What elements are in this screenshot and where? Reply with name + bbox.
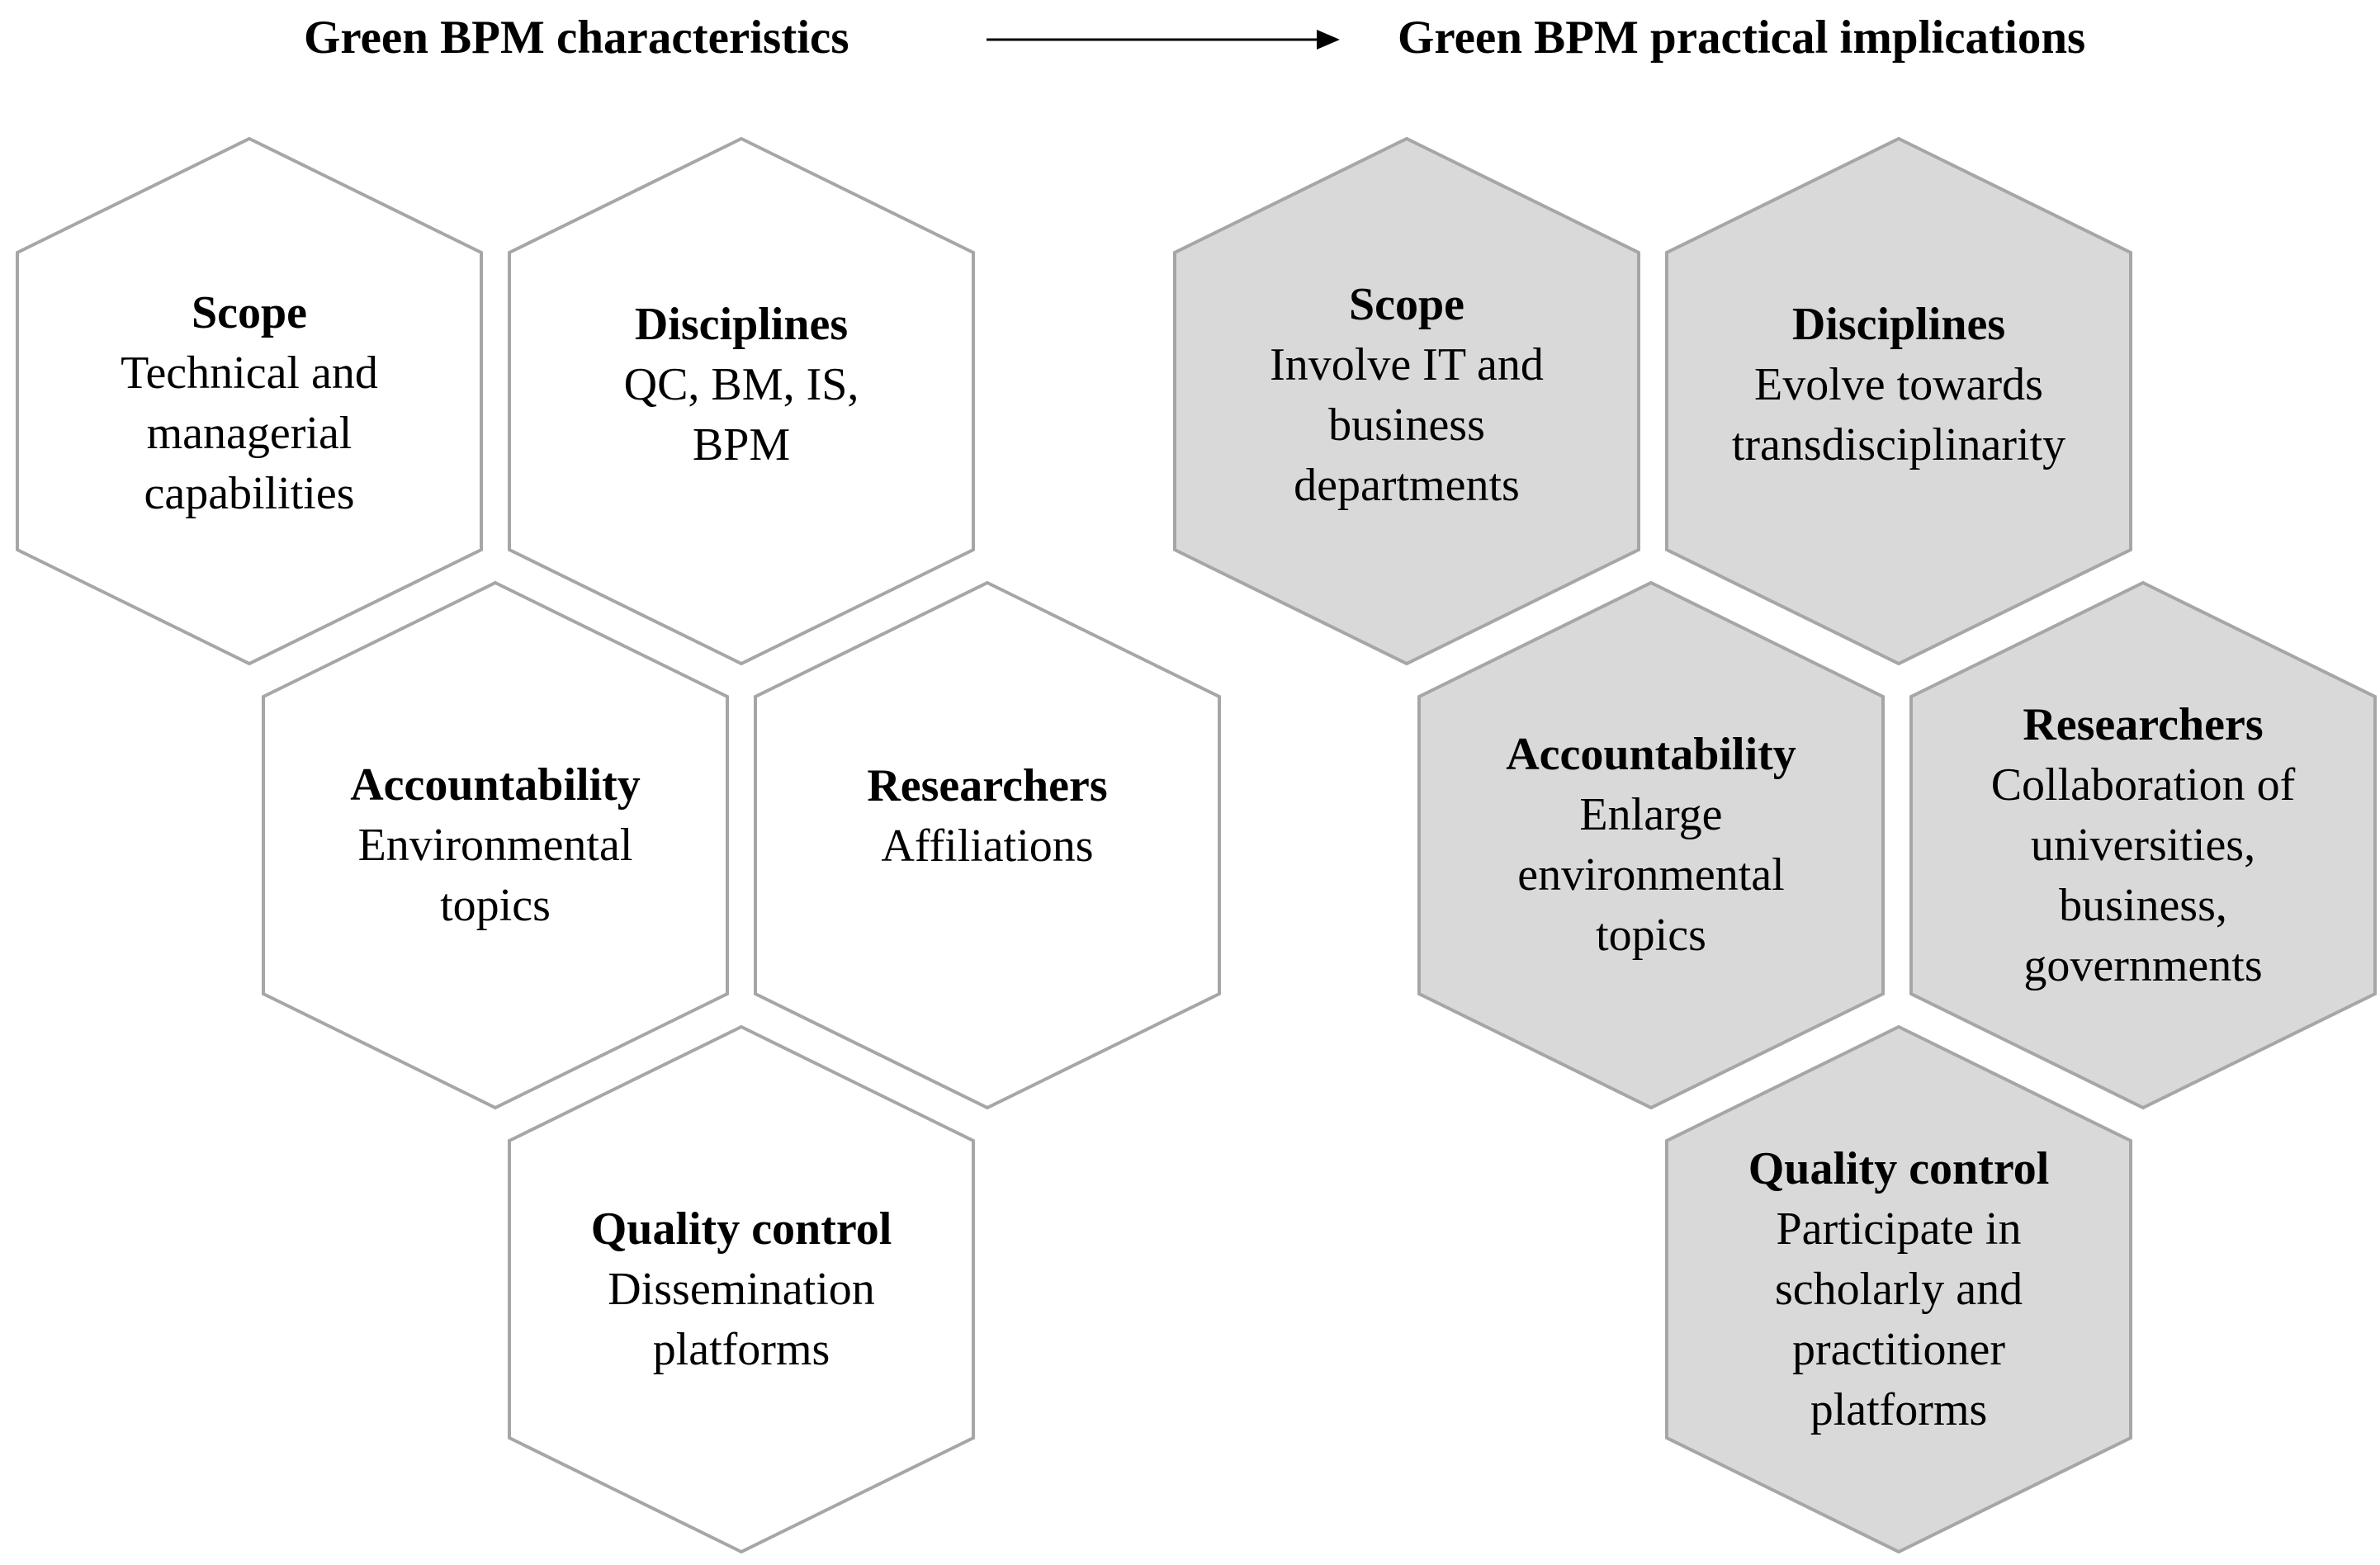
hex-title: Disciplines xyxy=(634,298,849,350)
hex-description: Involve IT and business departments xyxy=(1270,339,1544,511)
hex-description: Enlarge environmental topics xyxy=(1517,789,1785,961)
implication-hex-researchers: Researchers Collaboration of universitie… xyxy=(1909,580,2378,1110)
implications-heading: Green BPM practical implications xyxy=(1398,12,2086,64)
hexagon-shape xyxy=(508,136,975,666)
hexagon-shape xyxy=(1665,1024,2132,1554)
characteristic-hex-accountability: Accountability Environmental topics xyxy=(261,580,730,1110)
hexagon-shape xyxy=(754,580,1221,1110)
hex-title: Quality control xyxy=(590,1203,892,1255)
characteristic-hex-quality-control: Quality control Dissemination platforms xyxy=(507,1024,976,1554)
hex-description: Collaboration of universities, business,… xyxy=(1990,759,2296,991)
hexagon-shape xyxy=(262,580,729,1110)
hex-description: Technical and managerial capabilities xyxy=(121,348,378,519)
implication-hex-quality-control: Quality control Participate in scholarly… xyxy=(1664,1024,2133,1554)
arrow-right-icon xyxy=(987,30,1340,50)
characteristic-hex-scope: Scope Technical and managerial capabilit… xyxy=(15,136,484,666)
hex-title: Researchers xyxy=(867,760,1108,811)
hex-description: Affiliations xyxy=(881,820,1094,872)
implication-hex-disciplines: Disciplines Evolve towards transdiscipli… xyxy=(1664,136,2133,666)
hex-title: Researchers xyxy=(2023,698,2264,750)
implication-hex-scope: Scope Involve IT and business department… xyxy=(1172,136,1641,666)
hex-description: Participate in scholarly and practitione… xyxy=(1774,1203,2023,1435)
characteristics-heading: Green BPM characteristics xyxy=(304,12,849,64)
hexagon-shape xyxy=(508,1024,975,1554)
hex-title: Quality control xyxy=(1748,1142,2050,1194)
hexagon-shape xyxy=(1173,136,1640,666)
hex-title: Accountability xyxy=(350,759,641,811)
hex-description: Evolve towards transdisciplinarity xyxy=(1731,358,2066,470)
hexagon-shape xyxy=(1909,580,2377,1110)
hex-title: Accountability xyxy=(1506,729,1796,780)
hexagon-shape xyxy=(1417,580,1885,1110)
hexagon-shape xyxy=(16,136,483,666)
implication-hex-accountability: Accountability Enlarge environmental top… xyxy=(1417,580,1886,1110)
hex-description: Environmental topics xyxy=(357,819,633,931)
hex-title: Disciplines xyxy=(1791,298,2006,350)
hex-title: Scope xyxy=(1349,279,1464,330)
hexagon-shape xyxy=(1665,136,2132,666)
hex-title: Scope xyxy=(192,287,307,338)
hex-description: Dissemination platforms xyxy=(608,1263,875,1375)
hex-description: QC, BM, IS, BPM xyxy=(623,358,859,470)
characteristic-hex-disciplines: Disciplines QC, BM, IS, BPM xyxy=(507,136,976,666)
characteristic-hex-researchers: Researchers Affiliations xyxy=(753,580,1222,1110)
